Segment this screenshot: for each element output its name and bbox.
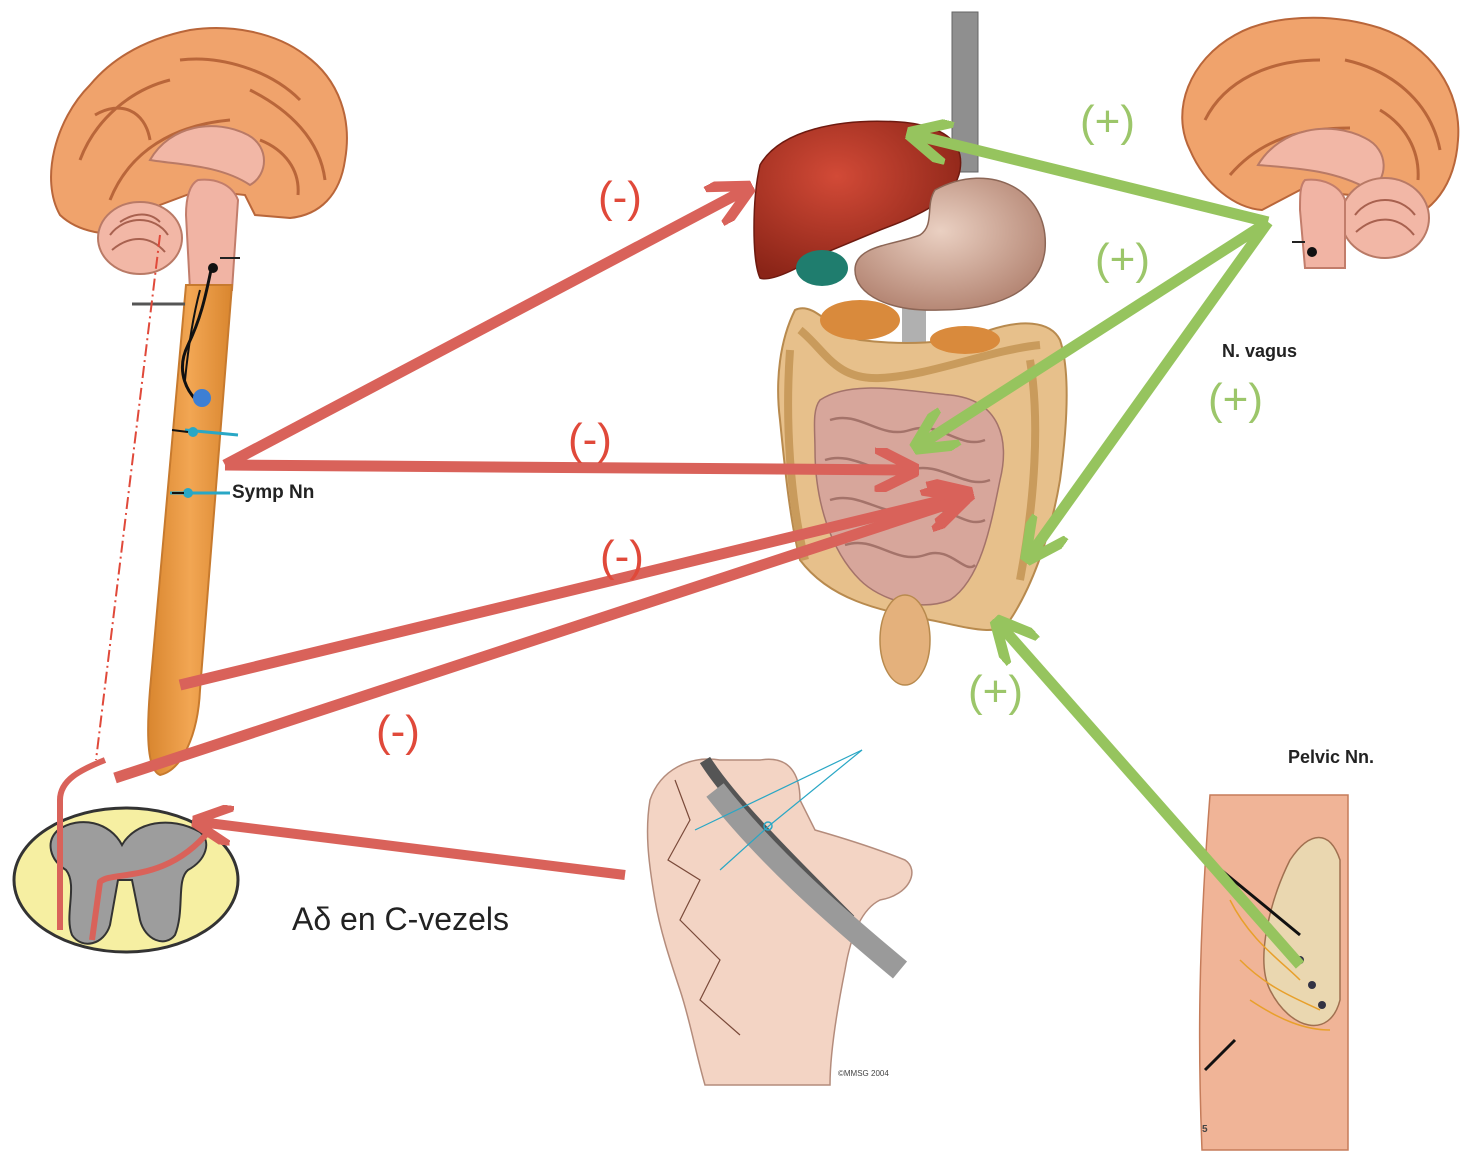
excitation-sign-colon: (+) <box>1208 378 1263 422</box>
afferent-arrow-from-hand <box>200 822 625 875</box>
excitation-sign-pelvic: (+) <box>968 670 1023 714</box>
hand-injury-icon <box>648 750 912 1085</box>
pelvis-nerves-icon <box>1200 795 1348 1150</box>
excitation-sign-liver: (+) <box>1080 100 1135 144</box>
hand-copyright-text: ©MMSG 2004 <box>838 1070 889 1078</box>
symp-arrow-to-liver <box>225 190 745 465</box>
right-brain-icon <box>1182 18 1458 268</box>
pelvic-nn-label: Pelvic Nn. <box>1288 748 1374 766</box>
symp-nn-label: Symp Nn <box>232 483 314 502</box>
excitation-sign-stomach: (+) <box>1095 238 1150 282</box>
symp-arrow-to-intestine-lower <box>115 500 960 778</box>
inhibition-sign-intestine: (-) <box>600 535 644 579</box>
afferent-fibers-label: Aδ en C-vezels <box>292 903 509 935</box>
pelvis-plate-number: 5 <box>1202 1125 1208 1135</box>
spinal-cord-cross-section-icon <box>14 760 238 952</box>
inhibition-sign-liver: (-) <box>598 176 642 220</box>
n-vagus-label: N. vagus <box>1222 342 1297 360</box>
spinal-cord <box>96 235 240 775</box>
inhibition-sign-small-intestine: (-) <box>568 418 612 462</box>
left-brain-icon <box>51 28 347 290</box>
symp-arrow-to-small-intestine <box>225 465 910 470</box>
inhibition-sign-lower: (-) <box>376 710 420 754</box>
digestive-organs-icon <box>754 12 1067 685</box>
